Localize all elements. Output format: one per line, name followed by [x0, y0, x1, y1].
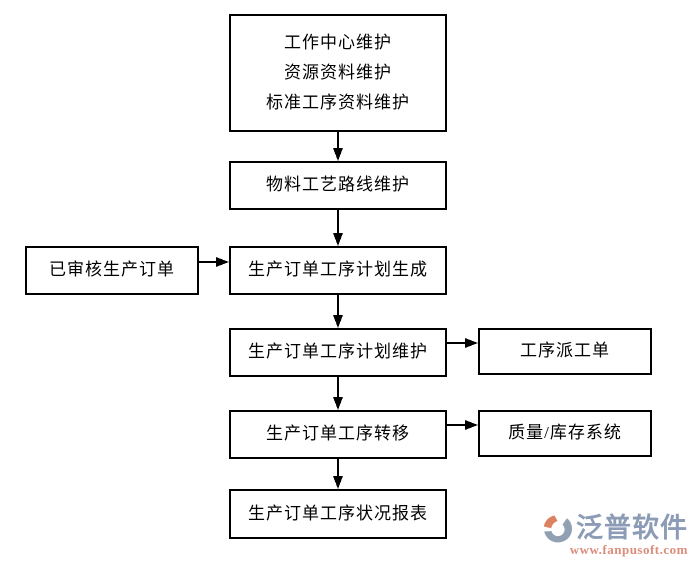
- arrow-maintain-to-transfer-head: [333, 397, 343, 410]
- arrow-maintain-to-dispatch-head: [465, 338, 478, 348]
- arrow-transfer-to-quality-head: [465, 420, 478, 430]
- box-line: 工序派工单: [520, 341, 610, 361]
- box-line: 资源资料维护: [284, 62, 392, 82]
- arrow-master-to-routing-head: [333, 148, 343, 161]
- arrow-transfer-to-report-head: [333, 476, 343, 489]
- box-line: 工作中心维护: [284, 32, 392, 52]
- box-operation-plan-maintenance: 生产订单工序计划维护: [229, 328, 447, 377]
- arrow-generate-to-maintain-head: [333, 315, 343, 328]
- box-line: 已审核生产订单: [49, 260, 175, 280]
- box-quality-inventory-system: 质量/库存系统: [478, 410, 652, 457]
- arrow-approved-to-generate-head: [216, 257, 229, 267]
- arrow-routing-to-generate-head: [333, 233, 343, 246]
- fanpu-logo-url: www.fanpusoft.com: [569, 541, 688, 557]
- fanpu-logo-brand-text: 泛普软件: [576, 513, 688, 544]
- box-material-routing-maintenance: 物料工艺路线维护: [229, 161, 447, 210]
- box-approved-production-order: 已审核生产订单: [25, 246, 199, 295]
- box-line: 生产订单工序计划维护: [248, 342, 428, 362]
- box-line: 质量/库存系统: [508, 423, 622, 443]
- box-operation-plan-generation: 生产订单工序计划生成: [229, 246, 447, 295]
- box-line: 生产订单工序转移: [266, 424, 410, 444]
- box-line: 物料工艺路线维护: [266, 175, 410, 195]
- box-operation-dispatch-order: 工序派工单: [478, 328, 652, 375]
- fanpu-logo-icon: [543, 515, 573, 543]
- box-line: 生产订单工序状况报表: [248, 503, 428, 523]
- box-operation-transfer: 生产订单工序转移: [229, 410, 447, 459]
- box-line: 生产订单工序计划生成: [248, 260, 428, 280]
- box-master-data-maintenance: 工作中心维护 资源资料维护 标准工序资料维护: [229, 14, 447, 132]
- box-line: 标准工序资料维护: [266, 93, 410, 113]
- box-operation-status-report: 生产订单工序状况报表: [229, 489, 447, 539]
- fanpu-logo: 泛普软件 www.fanpusoft.com: [543, 515, 688, 557]
